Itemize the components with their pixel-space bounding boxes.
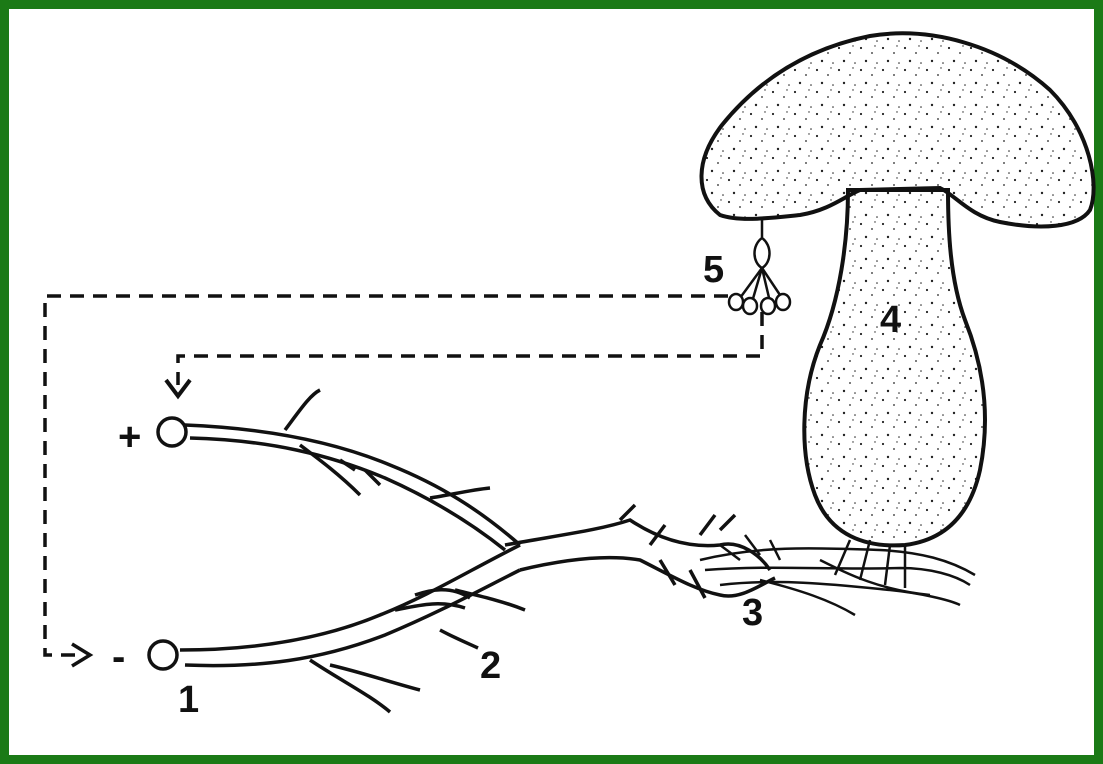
mushroom-stipe <box>804 190 985 545</box>
label-5: 5 <box>703 249 724 291</box>
minus-spore <box>149 641 177 669</box>
label-2: 2 <box>480 645 501 687</box>
plus-spore <box>158 418 186 446</box>
plus-hypha <box>185 425 520 545</box>
labels: + - 1 2 3 4 5 <box>112 249 901 721</box>
spore-dispersal-arrows <box>45 296 762 655</box>
secondary-mycelium <box>505 520 770 570</box>
label-3: 3 <box>742 592 763 634</box>
plus-sign-label: + <box>118 415 141 459</box>
basidium-with-spores <box>729 220 790 314</box>
label-1: 1 <box>178 679 199 721</box>
label-4: 4 <box>880 299 901 341</box>
hyphae <box>149 390 775 712</box>
minus-sign-label: - <box>112 635 125 679</box>
dashed-line-outer <box>45 296 728 655</box>
dashed-line-inner <box>178 312 762 385</box>
